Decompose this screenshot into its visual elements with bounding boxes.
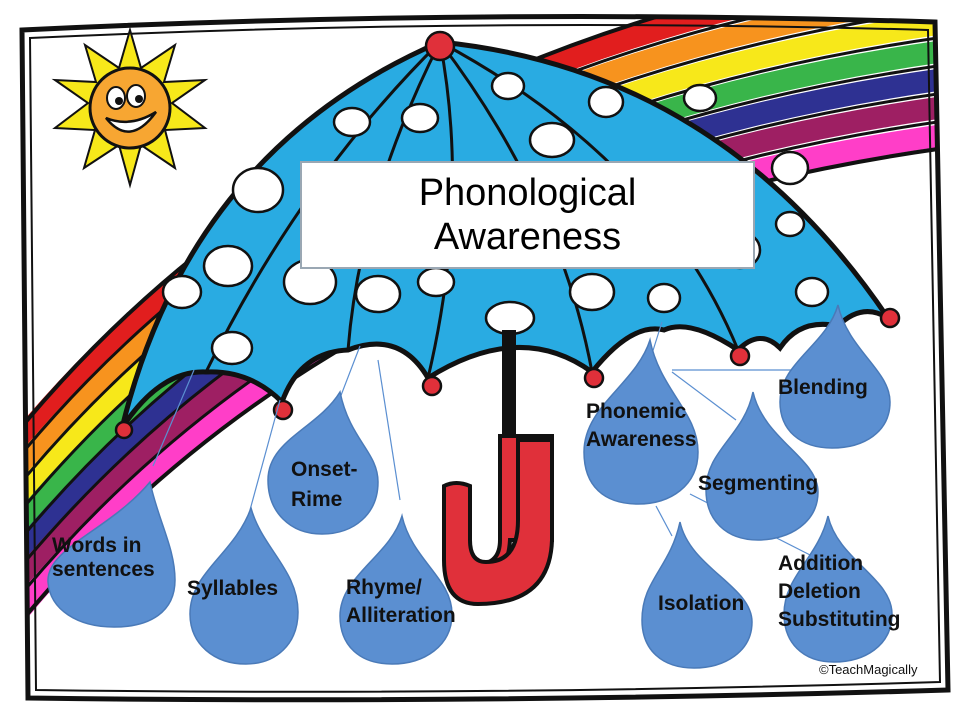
drop-rhyme-alliteration: Rhyme/ Alliteration [346,576,456,628]
title-box: Phonological Awareness [300,161,755,269]
raindrop-icon [779,304,891,449]
drop-onset-rime: Onset- Rime [291,458,358,512]
raindrop-icon [583,337,699,505]
drop-label-line: Substituting [778,608,901,631]
drop-label-line: Deletion [778,580,861,603]
raindrop-icon [783,515,893,663]
frame-border [19,14,951,703]
raindrop-icon [641,521,753,669]
drop-phonemic-awareness: Phonemic Awareness [586,400,697,452]
drop-label-line: sentences [52,558,155,581]
drop-label-line: Blending [778,376,868,399]
raindrop-icon [267,389,379,535]
drop-label-line: Isolation [658,592,745,615]
drop-label-line: Syllables [187,577,279,600]
raindrop-icon [339,513,453,665]
drop-label-line: Words in [52,534,142,557]
drop-isolation: Isolation [658,592,744,616]
drop-label-line: Addition [778,552,864,575]
sun-icon [51,26,209,189]
raindrops [47,304,893,669]
copyright-text: ©TeachMagically [819,662,918,677]
drop-words-in-sentences: Words in sentences [52,534,155,582]
drop-label-line: Phonemic [586,400,687,423]
drop-addition-deletion-substituting: Addition Deletion Substituting [778,552,900,632]
drop-label-line: Onset- [291,458,358,481]
drop-blending: Blending [778,376,868,400]
page-title-line2: Awareness [433,216,622,258]
drop-label-line: Rime [291,488,343,511]
drop-label-line: Awareness [586,428,697,451]
raindrop-icon [705,391,819,541]
raindrop-icon [47,480,176,628]
drop-segmenting: Segmenting [698,472,818,496]
drop-label-line: Rhyme/ [346,576,422,599]
raindrop-icon [189,505,299,665]
drop-syllables: Syllables [187,577,278,601]
drop-label-line: Segmenting [698,472,819,495]
page-title-line1: Phonological [418,172,637,214]
drop-label-line: Alliteration [346,604,456,627]
